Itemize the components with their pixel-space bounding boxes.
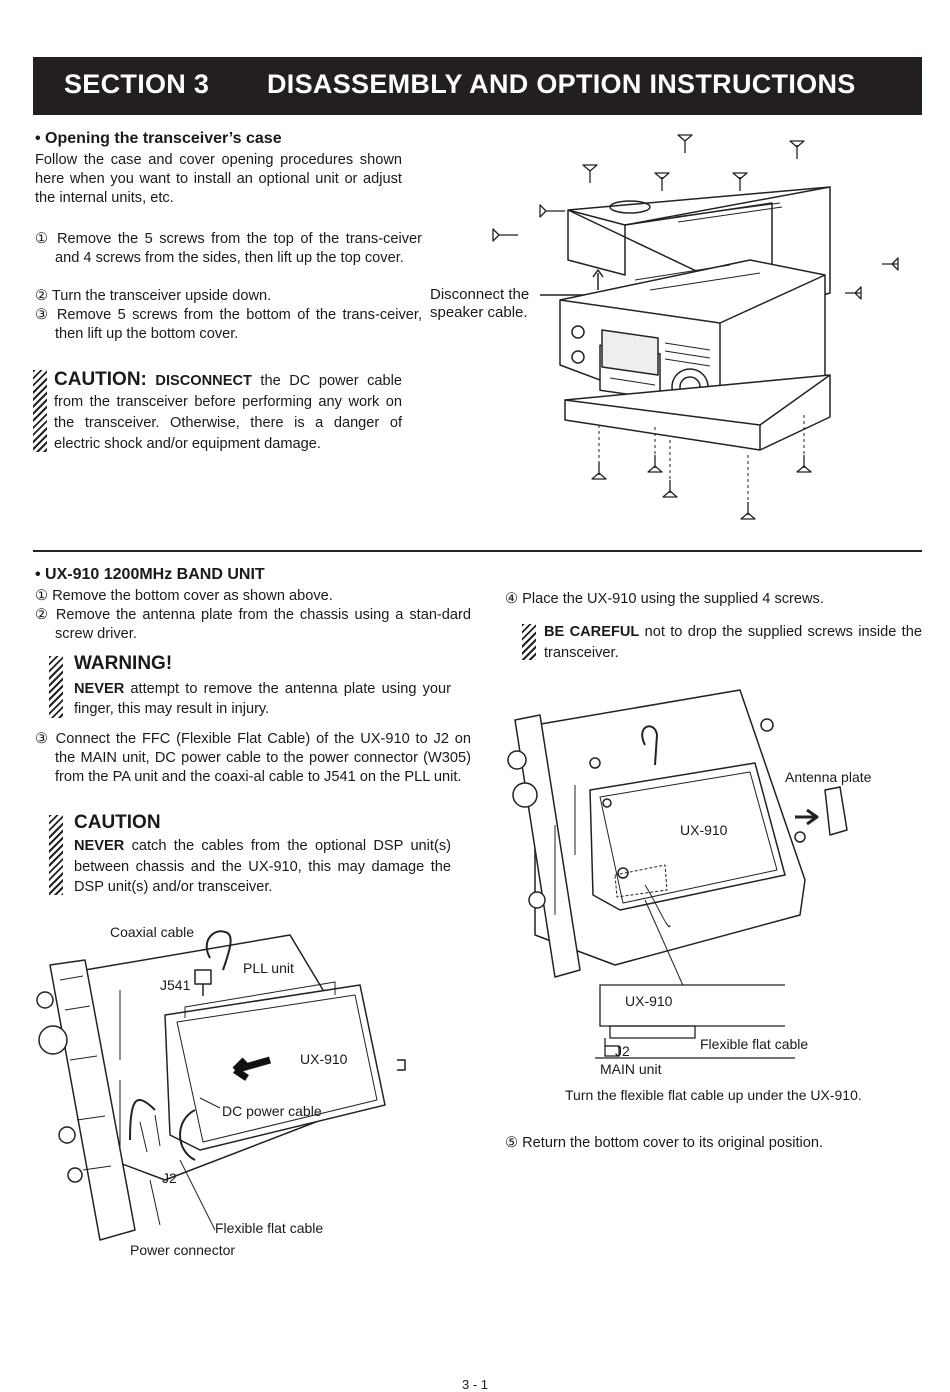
caution-hatch [33,370,47,452]
ffc-inset-diagram [595,984,795,1059]
label-j541: J541 [160,977,191,993]
caution-title: CAUTION: [54,369,147,390]
section-number: SECTION 3 [64,69,210,99]
warning-title: WARNING! [74,653,173,674]
label-power-connector: Power connector [130,1242,236,1258]
careful-hatch [522,624,536,660]
ux910-caution-body: NEVER catch the cables from the optional… [74,836,451,898]
label-ux910-inset: UX-910 [625,993,673,1009]
section-title: DISASSEMBLY AND OPTION INSTRUCTIONS [267,69,856,99]
label-ux910-right: UX-910 [680,822,728,838]
label-main-unit: MAIN unit [600,1061,662,1077]
opening-caution: CAUTION: DISCONNECT the DC power cable f… [54,369,402,455]
ux910-step-3: ③ Connect the FFC (Flexible Flat Cable) … [35,731,471,785]
ux910-heading: • UX-910 1200MHz BAND UNIT [35,566,265,583]
label-coaxial-cable: Coaxial cable [110,924,195,940]
careful-note: BE CAREFUL not to drop the supplied scre… [544,622,922,664]
label-antenna-plate: Antenna plate [785,769,872,785]
label-j2-left: J2 [162,1170,177,1186]
ux910-caution-text: catch the cables from the optional DSP u… [74,838,451,895]
ffc-caption: Turn the flexible flat cable up under th… [565,1087,862,1103]
warning-text: attempt to remove the antenna plate usin… [74,681,451,717]
section-header: SECTION 3 DISASSEMBLY AND OPTION INSTRUC… [33,57,922,115]
careful-keyword: BE CAREFUL [544,624,640,640]
warning-body: NEVER attempt to remove the antenna plat… [74,679,451,719]
caution-keyword: DISCONNECT [155,373,252,389]
ux910-step-4: ④ Place the UX-910 using the supplied 4 … [505,591,824,607]
ux910-step-2: ② Remove the antenna plate from the chas… [35,607,471,642]
label-j2-right: J2 [615,1043,630,1059]
opening-step-2: ② Turn the transceiver upside down. [35,288,272,304]
warning-keyword: NEVER [74,681,125,697]
label-dc-power-cable: DC power cable [222,1103,322,1119]
label-pll-unit: PLL unit [243,960,294,976]
caution2-hatch [49,815,63,895]
opening-heading: • Opening the transceiver’s case [35,130,282,147]
caution-text: the DC power cable from the transceiver … [54,373,402,452]
opening-step-3: ③ Remove 5 screws from the bottom of the… [35,307,422,342]
section-divider [33,550,922,552]
ux910-step-1: ① Remove the bottom cover as shown above… [35,588,333,604]
page-number: 3 - 1 [461,1377,488,1392]
label-flexible-flat-cable-right: Flexible flat cable [700,1036,809,1052]
ux910-install-figure-right [507,689,848,991]
careful-text: not to drop the supplied screws inside t… [544,624,922,661]
opening-step-1: ① Remove the 5 screws from the top of th… [35,231,422,266]
warning-hatch [49,656,63,718]
ux910-step-5: ⑤ Return the bottom cover to its origina… [505,1135,824,1151]
opening-intro: Follow the case and cover opening proced… [35,152,402,206]
label-ux910-left: UX-910 [300,1051,348,1067]
speaker-cable-label: Disconnect the speaker cable. [430,286,530,321]
exploded-case-figure [492,134,899,520]
ux910-caution-keyword: NEVER [74,838,125,854]
ux910-caution-title: CAUTION [74,812,161,833]
ux910-install-figure-left [36,930,406,1241]
label-flexible-flat-cable-left: Flexible flat cable [215,1220,324,1236]
